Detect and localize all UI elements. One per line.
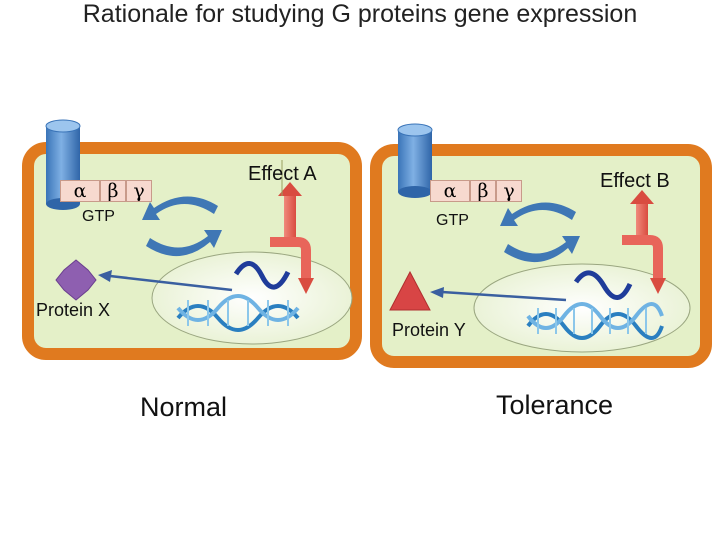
g-protein-subunits-normal: α β γ: [60, 180, 152, 202]
g-protein-subunits-tolerance: α β γ: [430, 180, 522, 202]
dna-icon: [176, 261, 300, 332]
effect-label: Effect A: [248, 163, 317, 185]
gtp-label: GTP: [82, 208, 115, 225]
receptor-icon: [397, 123, 433, 198]
protein-label: Protein X: [36, 300, 111, 320]
signal-arrows-icon: [270, 160, 314, 294]
condition-label: Normal: [140, 392, 228, 422]
cell-normal: [22, 119, 362, 360]
gamma-subunit: γ: [496, 180, 522, 202]
protein-y-icon: [389, 270, 431, 311]
gtp-cycle-arrows-icon: [500, 202, 580, 263]
beta-subunit: β: [470, 180, 496, 202]
cell-tolerance: [370, 123, 712, 368]
beta-subunit: β: [100, 180, 126, 202]
condition-label: Tolerance: [496, 390, 614, 420]
expression-line: [441, 290, 567, 302]
alpha-subunit: α: [430, 180, 470, 202]
gamma-subunit: γ: [126, 180, 152, 202]
protein-label: Protein Y: [392, 320, 466, 340]
dna-icon: [526, 270, 664, 340]
signal-arrows-icon: [622, 190, 666, 294]
effect-label: Effect B: [600, 170, 670, 192]
slide-title: Rationale for studying G proteins gene e…: [82, 0, 638, 28]
expression-line: [109, 274, 233, 292]
expression-arrowhead-icon: [430, 287, 444, 298]
gtp-label: GTP: [436, 212, 469, 229]
expression-arrowhead-icon: [98, 270, 112, 282]
alpha-subunit: α: [60, 180, 100, 202]
nucleus: [473, 263, 691, 353]
gtp-cycle-arrows-icon: [142, 196, 222, 257]
protein-x-icon: [55, 259, 97, 301]
